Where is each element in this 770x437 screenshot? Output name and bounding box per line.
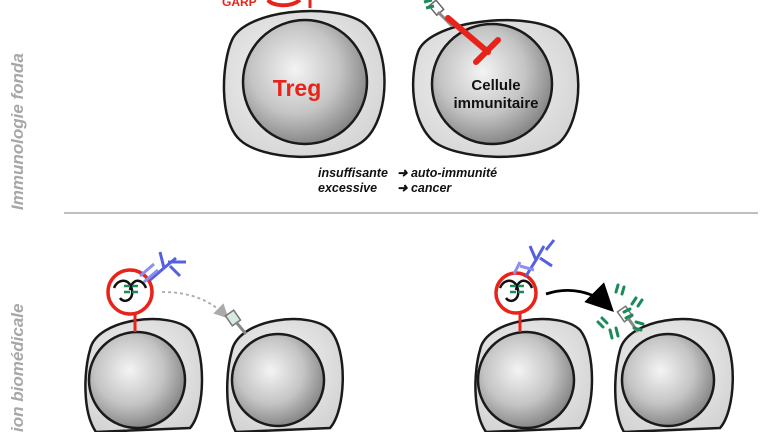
side-label-bottom: ion biomédicale <box>8 303 27 432</box>
tgfb-receptor-bottom-left <box>224 309 248 335</box>
inhibition-arrow <box>445 15 501 65</box>
legend-row1-outcome: ➜ auto-immunité <box>397 166 498 180</box>
immune-cell <box>411 18 580 158</box>
immune-cell-label-line1: Cellule <box>471 77 520 94</box>
treg-cell-bottom-right <box>474 317 594 434</box>
immune-cell-label-line2: immunitaire <box>453 95 538 112</box>
release-arrow <box>545 282 614 312</box>
treg-cell <box>222 9 386 158</box>
treg-label: Treg <box>273 75 322 101</box>
legend-row2-outcome: ➜ cancer <box>397 181 452 195</box>
antibody-bottom-left <box>139 251 186 284</box>
legend-row2-condition: excessive <box>318 181 378 195</box>
side-label-top: Immunologie fonda <box>8 53 27 210</box>
tgfb-receptor-top <box>423 0 454 28</box>
treg-cell-bottom-left <box>84 317 204 434</box>
garp-complex-top <box>266 0 312 8</box>
legend: insuffisante ➜ auto-immunité excessive ➜… <box>318 166 497 196</box>
immune-cell-bottom-right <box>614 317 734 434</box>
dotted-arrow <box>161 291 229 319</box>
immune-cell-bottom-left <box>226 317 344 434</box>
legend-row1-condition: insuffisante <box>318 166 388 180</box>
antibody-bottom-right <box>512 239 556 277</box>
garp-label: GARP <box>222 0 257 9</box>
active-tgfb-molecules <box>596 283 645 340</box>
garp-complex-bottom-left <box>106 268 154 332</box>
